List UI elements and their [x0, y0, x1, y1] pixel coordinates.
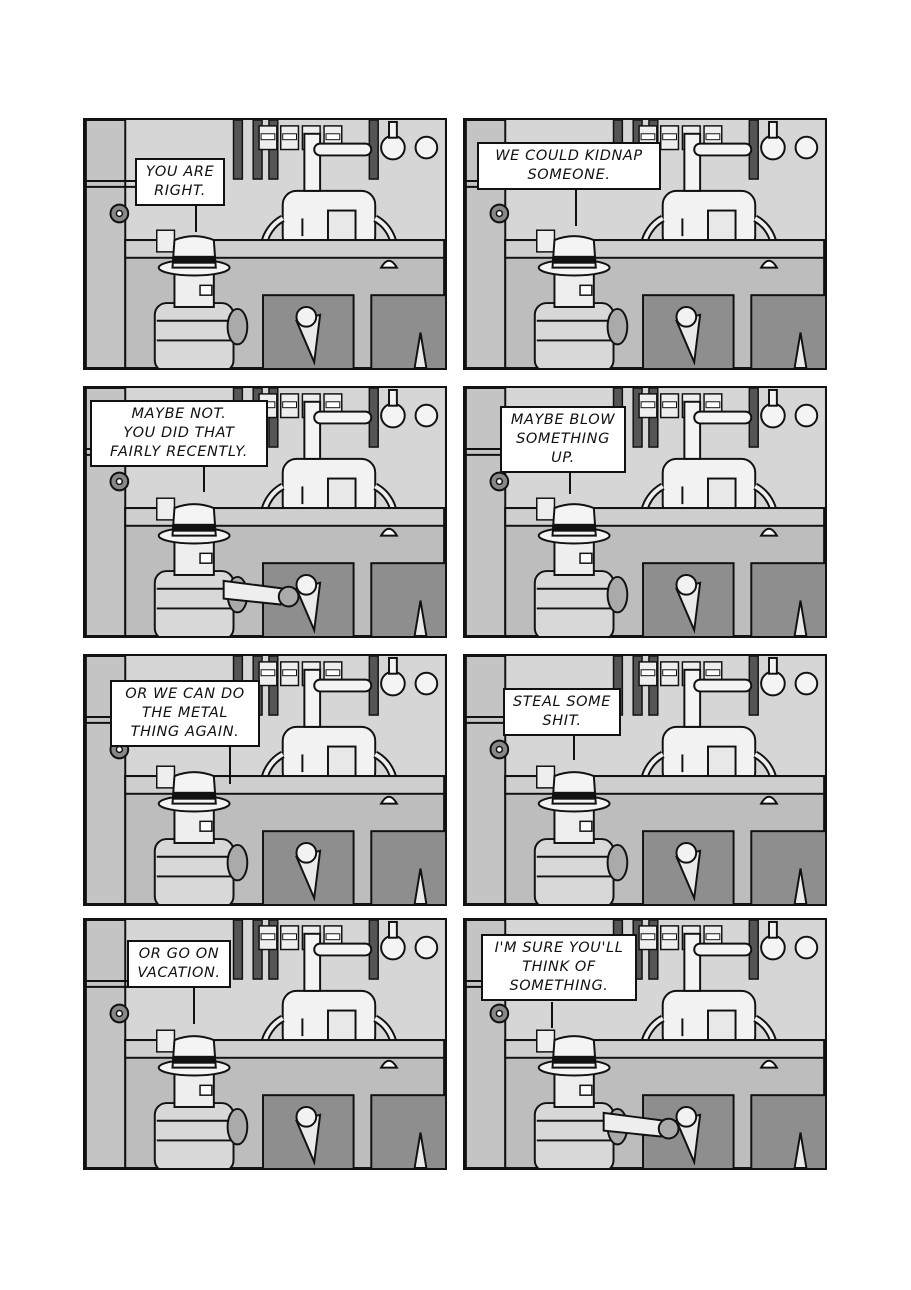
speech-balloon: I'M SURE YOU'LL THINK OF SOMETHING.: [481, 934, 637, 1001]
robot-character: [153, 235, 249, 368]
speech-balloon: WE COULD KIDNAP SOMEONE.: [477, 142, 661, 190]
robot-character: [153, 503, 300, 636]
comic-panel-5: OR WE CAN DO THE METAL THING AGAIN.: [83, 654, 447, 906]
robot-character: [153, 1035, 249, 1168]
valve-icon: [489, 203, 510, 224]
robot-character: [533, 235, 629, 368]
speech-balloon: STEAL SOME SHIT.: [503, 688, 621, 736]
panel-scene: [465, 388, 825, 636]
valve-icon: [489, 739, 510, 760]
valve-icon: [109, 471, 130, 492]
robot-character: [153, 771, 249, 904]
comic-panel-3: MAYBE NOT. YOU DID THAT FAIRLY RECENTLY.: [83, 386, 447, 638]
panel-scene: [465, 656, 825, 904]
speech-balloon: MAYBE BLOW SOMETHING UP.: [500, 406, 626, 473]
speech-balloon: OR GO ON VACATION.: [127, 940, 231, 988]
comic-panel-6: STEAL SOME SHIT.: [463, 654, 827, 906]
comic-panel-4: MAYBE BLOW SOMETHING UP.: [463, 386, 827, 638]
comic-panel-8: I'M SURE YOU'LL THINK OF SOMETHING.: [463, 918, 827, 1170]
speech-balloon: OR WE CAN DO THE METAL THING AGAIN.: [110, 680, 260, 747]
valve-icon: [109, 203, 130, 224]
panel-scene: [85, 656, 445, 904]
robot-character: [533, 503, 629, 636]
robot-character: [533, 771, 629, 904]
speech-balloon: YOU ARE RIGHT.: [135, 158, 225, 206]
robot-character: [533, 1035, 680, 1168]
valve-icon: [489, 471, 510, 492]
comic-panel-1: YOU ARE RIGHT.: [83, 118, 447, 370]
comic-panel-7: OR GO ON VACATION.: [83, 918, 447, 1170]
valve-icon: [109, 1003, 130, 1024]
comic-panel-2: WE COULD KIDNAP SOMEONE.: [463, 118, 827, 370]
panel-scene: [85, 120, 445, 368]
valve-icon: [489, 1003, 510, 1024]
speech-balloon: MAYBE NOT. YOU DID THAT FAIRLY RECENTLY.: [90, 400, 268, 467]
